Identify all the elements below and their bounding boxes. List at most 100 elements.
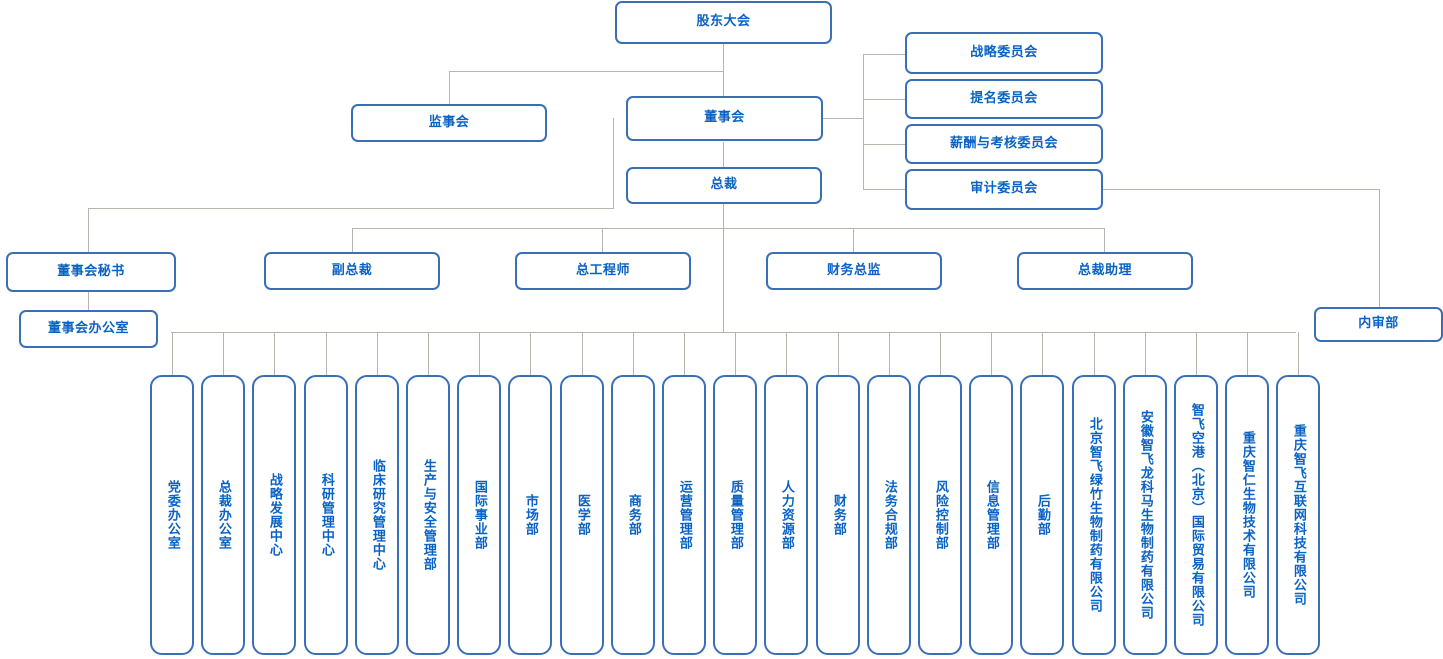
department-label: 党委办公室: [164, 480, 180, 550]
node-department[interactable]: 战略发展中心: [252, 375, 296, 655]
connector-department-drop: [889, 332, 890, 375]
department-label: 重庆智飞互联网科技有限公司: [1290, 424, 1306, 606]
node-department[interactable]: 风险控制部: [918, 375, 962, 655]
connector-department-drop: [1298, 332, 1299, 375]
connector-committee-spine: [863, 54, 864, 189]
connector-department-drop: [1094, 332, 1095, 375]
node-president-assistant[interactable]: 总裁助理: [1017, 252, 1193, 290]
node-department[interactable]: 运营管理部: [662, 375, 706, 655]
connector-department-drop: [326, 332, 327, 375]
node-board-of-directors[interactable]: 董事会: [626, 96, 823, 141]
connector-department-drop: [479, 332, 480, 375]
department-label: 战略发展中心: [266, 473, 282, 557]
node-internal-audit[interactable]: 内审部: [1314, 307, 1443, 342]
node-board-office[interactable]: 董事会办公室: [19, 310, 158, 348]
connector-department-drop: [684, 332, 685, 375]
connector-department-drop: [735, 332, 736, 375]
department-label: 质量管理部: [727, 480, 743, 550]
department-label: 商务部: [625, 494, 641, 536]
connector-department-drop: [172, 332, 173, 375]
department-label: 总裁办公室: [215, 480, 231, 550]
node-shareholders-meeting[interactable]: 股东大会: [615, 1, 832, 44]
connector-department-drop: [377, 332, 378, 375]
department-label: 法务合规部: [881, 480, 897, 550]
department-label: 风险控制部: [932, 480, 948, 550]
connector-board-to-supervisory: [449, 71, 724, 72]
node-department[interactable]: 后勤部: [1020, 375, 1064, 655]
connector-department-drop: [1145, 332, 1146, 375]
department-label: 国际事业部: [471, 480, 487, 550]
node-vice-president[interactable]: 副总裁: [264, 252, 440, 290]
department-label: 人力资源部: [778, 480, 794, 550]
node-cfo[interactable]: 财务总监: [766, 252, 942, 290]
connector-department-drop: [1247, 332, 1248, 375]
connector-secretary-to-office: [88, 292, 89, 310]
connector-department-drop: [1196, 332, 1197, 375]
node-department[interactable]: 国际事业部: [457, 375, 501, 655]
connector-department-drop: [223, 332, 224, 375]
connector-department-bus: [171, 332, 1296, 333]
node-department[interactable]: 北京智飞绿竹生物制药有限公司: [1072, 375, 1116, 655]
department-label: 北京智飞绿竹生物制药有限公司: [1086, 417, 1102, 613]
node-department[interactable]: 重庆智仁生物技术有限公司: [1225, 375, 1269, 655]
node-committee-strategy[interactable]: 战略委员会: [905, 32, 1103, 74]
node-committee-audit[interactable]: 审计委员会: [905, 169, 1103, 210]
node-department[interactable]: 人力资源部: [764, 375, 808, 655]
node-department[interactable]: 市场部: [508, 375, 552, 655]
node-department[interactable]: 财务部: [816, 375, 860, 655]
node-department[interactable]: 医学部: [560, 375, 604, 655]
connector-exec-drop-4: [1104, 228, 1105, 252]
connector-audit-to-internal-audit: [1102, 189, 1380, 190]
department-label: 信息管理部: [983, 480, 999, 550]
connector-department-drop: [786, 332, 787, 375]
connector-department-drop: [582, 332, 583, 375]
node-department[interactable]: 智飞空港（北京）国际贸易有限公司: [1174, 375, 1218, 655]
node-department[interactable]: 信息管理部: [969, 375, 1013, 655]
connector-exec-drop-3: [853, 228, 854, 252]
connector-exec-drop-2: [602, 228, 603, 252]
department-label: 医学部: [574, 494, 590, 536]
department-label: 市场部: [522, 494, 538, 536]
node-department[interactable]: 科研管理中心: [304, 375, 348, 655]
connector-president-to-dept-spine: [723, 228, 724, 332]
department-label: 重庆智仁生物技术有限公司: [1239, 431, 1255, 599]
node-committee-remuneration[interactable]: 薪酬与考核委员会: [905, 124, 1103, 164]
node-department[interactable]: 法务合规部: [867, 375, 911, 655]
node-department[interactable]: 生产与安全管理部: [406, 375, 450, 655]
connector-board-to-committee-spine: [823, 118, 863, 119]
department-label: 财务部: [830, 494, 846, 536]
connector-department-drop: [274, 332, 275, 375]
connector-committee-2: [863, 99, 905, 100]
department-label: 科研管理中心: [318, 473, 334, 557]
node-department[interactable]: 总裁办公室: [201, 375, 245, 655]
node-chief-engineer[interactable]: 总工程师: [515, 252, 691, 290]
connector-department-drop: [1042, 332, 1043, 375]
connector-secretary-drop: [88, 208, 89, 252]
node-department[interactable]: 临床研究管理中心: [355, 375, 399, 655]
node-committee-nomination[interactable]: 提名委员会: [905, 79, 1103, 119]
node-department[interactable]: 商务部: [611, 375, 655, 655]
node-department[interactable]: 安徽智飞龙科马生物制药有限公司: [1123, 375, 1167, 655]
department-label: 运营管理部: [676, 480, 692, 550]
node-board-secretary[interactable]: 董事会秘书: [6, 252, 176, 292]
connector-president-spine: [723, 203, 724, 228]
connector-committee-1: [863, 54, 905, 55]
node-president[interactable]: 总裁: [626, 167, 822, 204]
node-department[interactable]: 重庆智飞互联网科技有限公司: [1276, 375, 1320, 655]
connector-department-drop: [991, 332, 992, 375]
connector-supervisory-drop: [449, 71, 450, 104]
connector-department-drop: [838, 332, 839, 375]
department-label: 临床研究管理中心: [369, 459, 385, 571]
connector-executive-bus: [352, 228, 1105, 229]
connector-committee-4: [863, 189, 905, 190]
connector-board-spine-down: [613, 118, 614, 208]
department-label: 智飞空港（北京）国际贸易有限公司: [1188, 403, 1204, 627]
connector-department-drop: [530, 332, 531, 375]
node-department[interactable]: 质量管理部: [713, 375, 757, 655]
department-label: 后勤部: [1034, 494, 1050, 536]
connector-department-drop: [633, 332, 634, 375]
node-department[interactable]: 党委办公室: [150, 375, 194, 655]
node-supervisory-board[interactable]: 监事会: [351, 104, 547, 142]
connector-internal-audit-drop: [1379, 189, 1380, 307]
